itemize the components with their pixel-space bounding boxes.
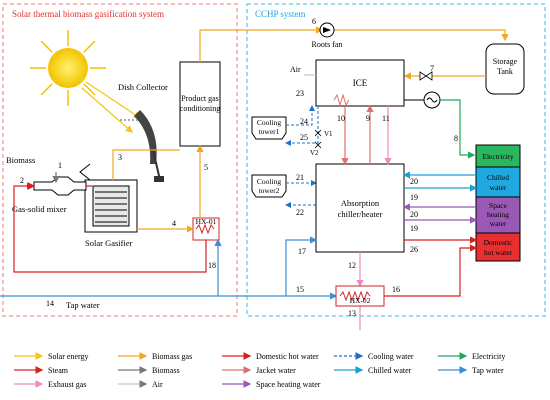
gas-solid-mixer bbox=[33, 176, 87, 196]
output-space-heating-line1: Space bbox=[489, 201, 508, 210]
output-chilled-water-line1: Chilled bbox=[487, 173, 509, 182]
output-space-heating-line2: heating bbox=[487, 210, 509, 219]
legend-label: Cooling water bbox=[368, 352, 414, 361]
stream-num: 16 bbox=[392, 285, 400, 294]
stream-num: 18 bbox=[208, 261, 216, 270]
roots-fan-label: Roots fan bbox=[312, 40, 343, 49]
legend-label: Solar energy bbox=[48, 352, 89, 361]
valve-v2 bbox=[314, 141, 322, 149]
cooling-tower1 bbox=[251, 116, 287, 140]
stream-num: 19 bbox=[410, 224, 418, 233]
output-space-heating-line3: water bbox=[490, 219, 507, 228]
stream-num: 22 bbox=[296, 208, 304, 217]
stream-num: 8 bbox=[454, 134, 458, 143]
product-gas-conditioning-line1: Product gas bbox=[181, 94, 219, 103]
absorption-chiller bbox=[315, 163, 405, 253]
stream-num: 25 bbox=[300, 133, 308, 142]
cooling-tower2-line2: tower2 bbox=[259, 186, 280, 195]
output-electricity-label: Electricity bbox=[482, 152, 513, 161]
legend-label: Jacket water bbox=[256, 366, 296, 375]
air-label: Air bbox=[290, 65, 301, 74]
sun-icon bbox=[30, 30, 106, 106]
stream-num: 23 bbox=[296, 89, 304, 98]
stream-num: 19 bbox=[410, 193, 418, 202]
cooling-tower2 bbox=[251, 174, 287, 198]
storage-tank-line2: Tank bbox=[497, 67, 513, 76]
stream-num: 21 bbox=[296, 173, 304, 182]
roots-fan bbox=[319, 22, 335, 38]
legend-label: Electricity bbox=[472, 352, 505, 361]
stream-num: 5 bbox=[204, 163, 208, 172]
stream-num: 1 bbox=[58, 161, 62, 170]
stream-num: 2 bbox=[20, 176, 24, 185]
stream-num: 4 bbox=[172, 219, 176, 228]
valve-v1-label: V1 bbox=[324, 130, 333, 138]
stream-num: 20 bbox=[410, 177, 418, 186]
stream-num: 7 bbox=[430, 64, 434, 73]
valve-v2-label: V2 bbox=[310, 149, 319, 157]
stream-num: 3 bbox=[118, 153, 122, 162]
biomass-label: Biomass bbox=[6, 155, 35, 165]
product-gas-conditioning-line2: conditioning bbox=[180, 104, 220, 113]
legend-label: Steam bbox=[48, 366, 69, 375]
cooling-tower1-line1: Cooling bbox=[257, 118, 281, 127]
hx-02-label: HX-02 bbox=[350, 296, 371, 305]
dish-collector bbox=[118, 110, 164, 182]
right-region-title: CCHP system bbox=[255, 9, 305, 19]
stream-num: 6 bbox=[312, 17, 316, 26]
cooling-tower2-line1: Cooling bbox=[257, 177, 281, 186]
ice-label: ICE bbox=[353, 78, 368, 88]
stream-num: 10 bbox=[337, 114, 345, 123]
hx-01-label: HX-01 bbox=[196, 217, 217, 226]
stream-num: 14 bbox=[46, 299, 54, 308]
generator-icon bbox=[423, 91, 441, 109]
legend: Solar energy Biomass gas Domestic hot wate… bbox=[14, 352, 505, 389]
legend-label: Biomass bbox=[152, 366, 180, 375]
stream-num: 17 bbox=[298, 247, 306, 256]
output-domestic-hot-water-line2: hot water bbox=[484, 248, 513, 257]
stream-num: 26 bbox=[410, 245, 418, 254]
storage-tank-line1: Storage bbox=[493, 57, 518, 66]
absorption-chiller-line2: chiller/heater bbox=[338, 209, 383, 219]
storage-tank bbox=[485, 43, 525, 95]
legend-label: Biomass gas bbox=[152, 352, 192, 361]
stream-num: 24 bbox=[300, 117, 308, 126]
solar-gasifier bbox=[79, 163, 138, 233]
legend-label: Air bbox=[152, 380, 163, 389]
solar-gasifier-label: Solar Gasifier bbox=[85, 238, 133, 248]
dish-collector-label: Dish Collector bbox=[118, 82, 168, 92]
output-domestic-hot-water-line1: Domestic bbox=[484, 238, 513, 247]
gas-solid-mixer-label: Gas-solid mixer bbox=[12, 204, 67, 214]
stream-num: 12 bbox=[348, 261, 356, 270]
left-region-title: Solar thermal biomass gasification syste… bbox=[12, 9, 164, 19]
stream-num: 20 bbox=[410, 210, 418, 219]
cooling-tower1-line2: tower1 bbox=[259, 127, 280, 136]
legend-label: Exhaust gas bbox=[48, 380, 86, 389]
stream-num: 9 bbox=[366, 114, 370, 123]
legend-label: Space heating water bbox=[256, 380, 321, 389]
output-chilled-water-line2: water bbox=[490, 183, 507, 192]
stream-num: 15 bbox=[296, 285, 304, 294]
stream-num: 13 bbox=[348, 309, 356, 318]
stream-num: 11 bbox=[382, 114, 390, 123]
ice-engine bbox=[315, 59, 405, 107]
tap-water-label: Tap water bbox=[66, 300, 100, 310]
legend-label: Tap water bbox=[472, 366, 504, 375]
valve-v1 bbox=[314, 129, 322, 137]
output-chilled-water bbox=[475, 166, 521, 198]
legend-label: Chilled water bbox=[368, 366, 412, 375]
absorption-chiller-line1: Absorption bbox=[341, 198, 380, 208]
cchp-region bbox=[246, 3, 546, 317]
legend-label: Domestic hot water bbox=[256, 352, 319, 361]
output-space-heating bbox=[475, 196, 521, 234]
